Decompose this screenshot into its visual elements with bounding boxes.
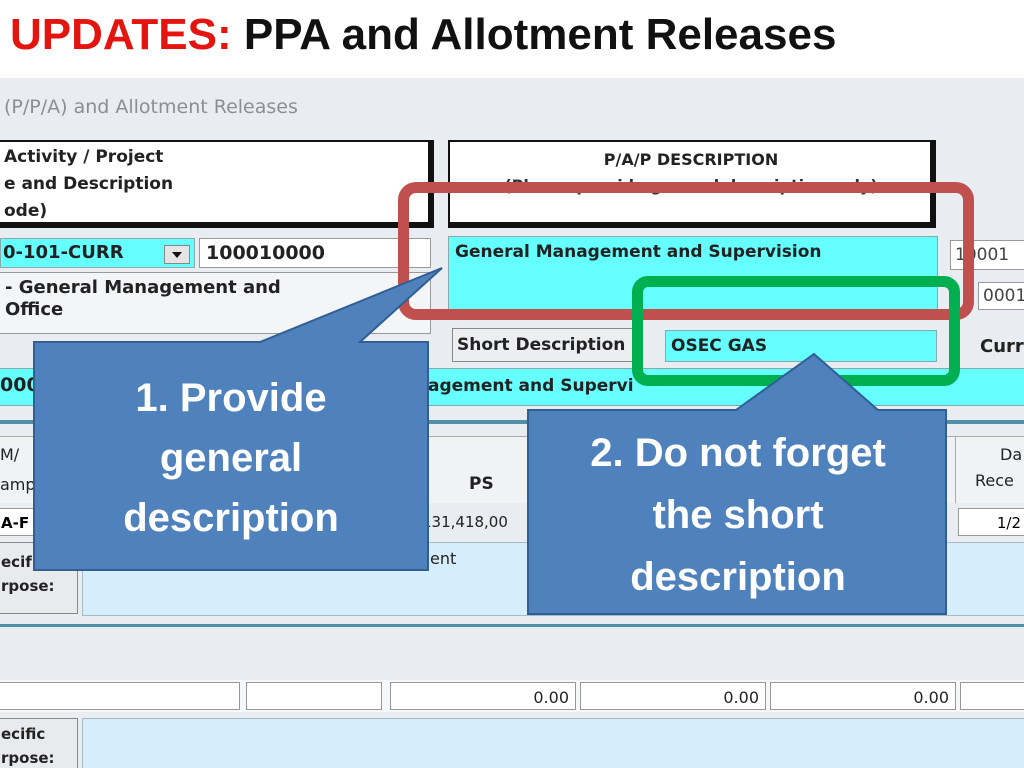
callout-1-shape: [33, 267, 443, 571]
callout-1-line2: general: [159, 436, 303, 480]
col-header-date-2: Rece: [975, 471, 1014, 490]
slide-title: UPDATES: PPA and Allotment Releases: [10, 10, 836, 60]
totals-value-2: 0.00: [723, 688, 759, 707]
currency-label: Curr: [980, 336, 1024, 357]
purpose-label-2: rpose:: [1, 577, 55, 595]
pap-code-value: 100010000: [206, 242, 325, 264]
activity-project-header: Activity / Project e and Description ode…: [0, 140, 434, 228]
table-cell-ps: 131,418,00: [422, 513, 508, 531]
short-description-label: Short Description: [457, 335, 626, 355]
table-cell-date-value: 1/2: [996, 514, 1021, 532]
totals-cell-4[interactable]: [960, 682, 1024, 710]
right-code-field-1[interactable]: 10001: [950, 240, 1024, 270]
callout-2-text: 2. Do not forget the short description: [530, 422, 946, 608]
totals-value-1: 0.00: [533, 688, 569, 707]
col-header-ps: PS: [469, 474, 494, 494]
right-code-field-2[interactable]: 0001: [978, 282, 1024, 310]
totals-cell-b[interactable]: [246, 682, 382, 710]
pap-code-select-value: 0-101-CURR: [3, 242, 124, 263]
table-cell-program-value: A-F: [1, 514, 30, 532]
separator: [0, 420, 1024, 424]
callout-1-line1: 1. Provide: [135, 376, 327, 420]
highlight-box-red: [398, 182, 974, 320]
callout-1-text: 1. Provide general description: [36, 368, 426, 548]
pap-description-input[interactable]: General Management and Supervision: [448, 236, 938, 310]
table-row: A-F 131,418,00 1/2: [0, 508, 1024, 538]
short-description-input[interactable]: OSEC GAS: [665, 330, 937, 362]
table-cell-program[interactable]: A-F: [0, 508, 38, 536]
purpose2-label-2: rpose:: [1, 749, 55, 767]
purpose2-input[interactable]: [82, 718, 1024, 768]
table-header-left-2: amp: [0, 475, 36, 494]
pap-code-select[interactable]: 0-101-CURR: [0, 238, 195, 268]
pap-header-title: P/A/P DESCRIPTION: [603, 150, 779, 169]
right-code-2: 0001: [983, 286, 1024, 306]
totals-cell-a[interactable]: [0, 682, 240, 710]
short-description-value: OSEC GAS: [671, 336, 768, 356]
col-divider-right: [955, 437, 956, 503]
purpose-value: ent: [430, 549, 457, 568]
totals-cell-3[interactable]: 0.00: [770, 682, 956, 710]
totals-row: 0.00 0.00 0.00: [0, 680, 1024, 712]
purpose2-label-box: ecific rpose:: [0, 718, 78, 768]
pap-description-value: General Management and Supervision: [455, 242, 822, 262]
col-header-date-1: Da: [1000, 445, 1023, 464]
separator-2: [0, 624, 1024, 627]
program-name-line2: Office: [5, 299, 64, 320]
activity-header-line1: Activity / Project: [4, 147, 164, 167]
callout-2-shape: [527, 352, 947, 615]
window-title: (P/P/A) and Allotment Releases: [4, 96, 298, 118]
totals-cell-1[interactable]: 0.00: [390, 682, 576, 710]
activity-header-line3: ode): [4, 201, 48, 221]
callout-2-line1: 2. Do not forget: [590, 431, 886, 475]
summary-row-left: 000: [0, 374, 40, 396]
program-name-line1: - General Management and: [5, 277, 281, 298]
callout-2-line3: description: [630, 555, 846, 599]
slide-title-rest: PPA and Allotment Releases: [243, 10, 837, 59]
callout-1-line3: description: [123, 496, 339, 540]
short-description-label-box: Short Description: [452, 328, 636, 362]
activity-header-line2: e and Description: [4, 174, 174, 194]
purpose-label-1: ecif: [1, 553, 32, 571]
table-cell-date[interactable]: 1/2: [958, 508, 1024, 536]
slide-title-prefix: UPDATES:: [10, 10, 232, 59]
totals-value-3: 0.00: [913, 688, 949, 707]
summary-row-text: agement and Supervi: [428, 376, 634, 396]
pap-code-field[interactable]: 100010000: [199, 238, 431, 268]
callout-2-line2: the short: [652, 493, 824, 537]
table-header-left-1: M/: [0, 445, 20, 464]
totals-cell-2[interactable]: 0.00: [580, 682, 766, 710]
purpose2-label-1: ecific: [1, 725, 46, 743]
chevron-down-icon[interactable]: [164, 245, 190, 264]
